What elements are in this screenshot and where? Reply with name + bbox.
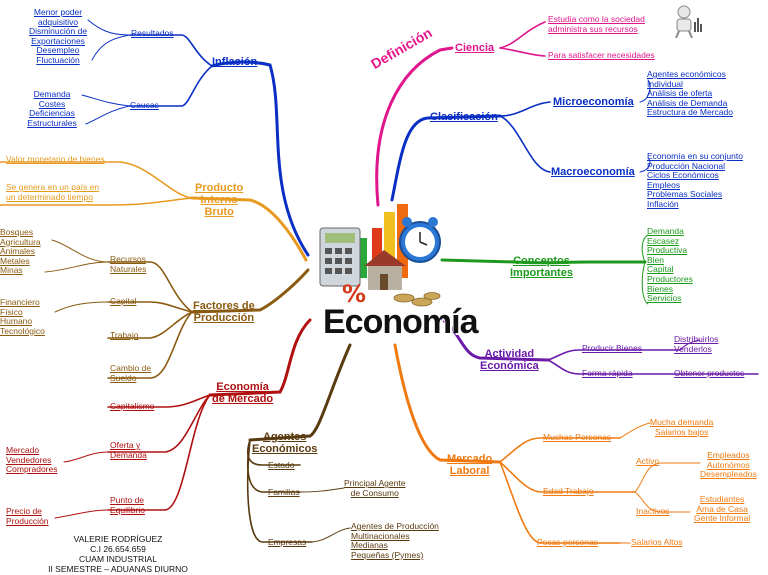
pocas-personas-node[interactable]: Pocas personas [537, 537, 598, 547]
calculator-icon [319, 227, 361, 287]
forma-rapida-node[interactable]: Forma rápida [582, 368, 633, 378]
trabajo-node[interactable]: Trabajo [110, 330, 139, 340]
capital-node[interactable]: Capital [110, 296, 137, 306]
microeconomia-node[interactable]: Microeconomía [553, 96, 634, 108]
alarm-clock-icon [399, 217, 441, 263]
activo-node[interactable]: Activo [636, 456, 660, 466]
pocas-items: Salarios Altos [631, 537, 683, 547]
resultados-node[interactable]: Resultados [131, 28, 174, 38]
edad-trabajo-node[interactable]: Edad Trabajo [543, 486, 594, 496]
pib-item-1: Valor monetario de bienes [6, 154, 105, 164]
ciencia-item-2: Para satisfacer necesidades [548, 50, 655, 60]
causas-node[interactable]: Causas [130, 100, 159, 110]
house-icon [364, 250, 406, 290]
clasificacion-node[interactable]: Clasificación [430, 111, 498, 123]
ciencia-node[interactable]: Ciencia [455, 42, 495, 54]
forma-items: Obtener productos [674, 368, 745, 378]
familias-node[interactable]: Familias [268, 487, 300, 497]
percent-icon: % [342, 280, 366, 308]
coins-icon [393, 292, 441, 307]
capitalismo-node[interactable]: Capitalismo [110, 401, 155, 411]
producir-bienes-node[interactable]: Producir Bienes [582, 343, 643, 353]
muchas-personas-node[interactable]: Muchas Personas [543, 432, 612, 442]
macroeconomia-node[interactable]: Macroeconomía [551, 166, 635, 178]
inactivos-node[interactable]: Inactivos [636, 506, 670, 516]
economy-illustration: % [319, 204, 441, 308]
person-thinking-icon [675, 5, 702, 38]
estado-node[interactable]: Estado [268, 460, 295, 470]
center-title: Economía [323, 303, 478, 341]
svg-text:%: % [342, 280, 366, 308]
empresas-node[interactable]: Empresas [268, 537, 307, 547]
inflacion-node[interactable]: Inflación [212, 56, 258, 68]
